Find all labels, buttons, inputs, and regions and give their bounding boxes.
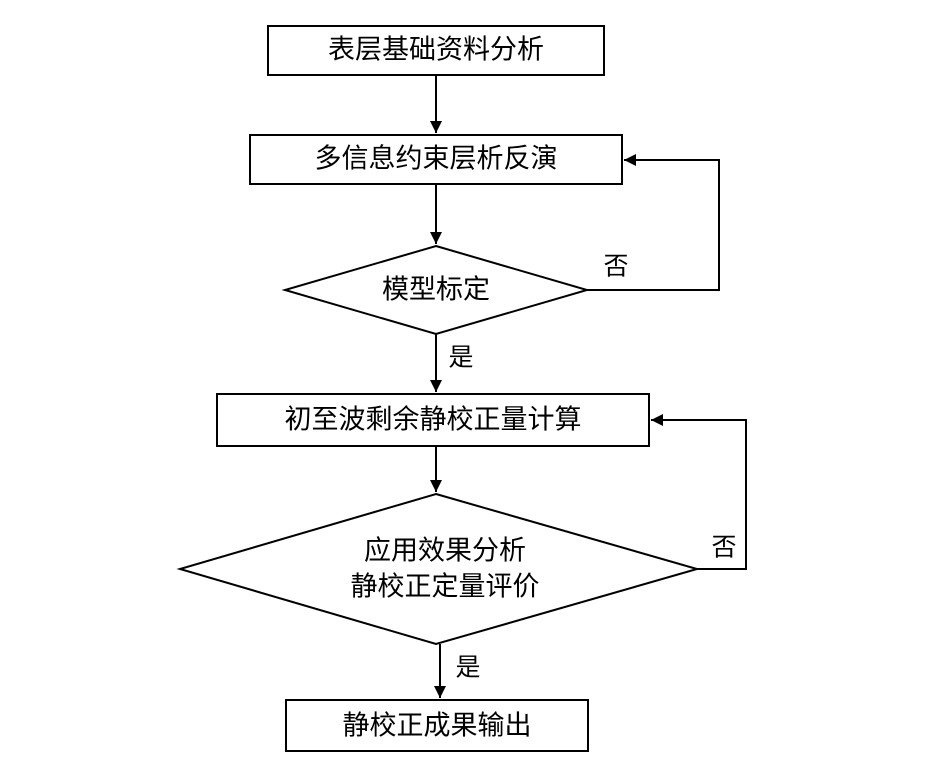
evaluation-diamond <box>176 492 701 646</box>
output-label: 静校正成果输出 <box>343 711 532 742</box>
model-calibration-label: 模型标定 <box>382 275 490 306</box>
evaluation-no-label: 否 <box>711 533 736 562</box>
output-box <box>285 699 589 752</box>
residual-calc-box <box>216 393 650 447</box>
evaluation-yes-label: 是 <box>455 653 480 682</box>
evaluation-label-line2: 静校正定量评价 <box>351 572 540 603</box>
residual-calc-label: 初至波剩余静校正量计算 <box>285 405 582 436</box>
surface-analysis-box <box>267 25 605 76</box>
calibration-no-label: 否 <box>603 252 628 281</box>
surface-analysis-label: 表层基础资料分析 <box>328 35 544 66</box>
connector-evaluation-no-loop <box>651 414 747 570</box>
calibration-yes-label: 是 <box>448 343 473 372</box>
inversion-label: 多信息约束层析反演 <box>315 144 558 175</box>
inversion-box <box>249 134 623 185</box>
connector-calibration-no-loop <box>587 154 720 291</box>
evaluation-label-line1: 应用效果分析 <box>364 536 526 567</box>
